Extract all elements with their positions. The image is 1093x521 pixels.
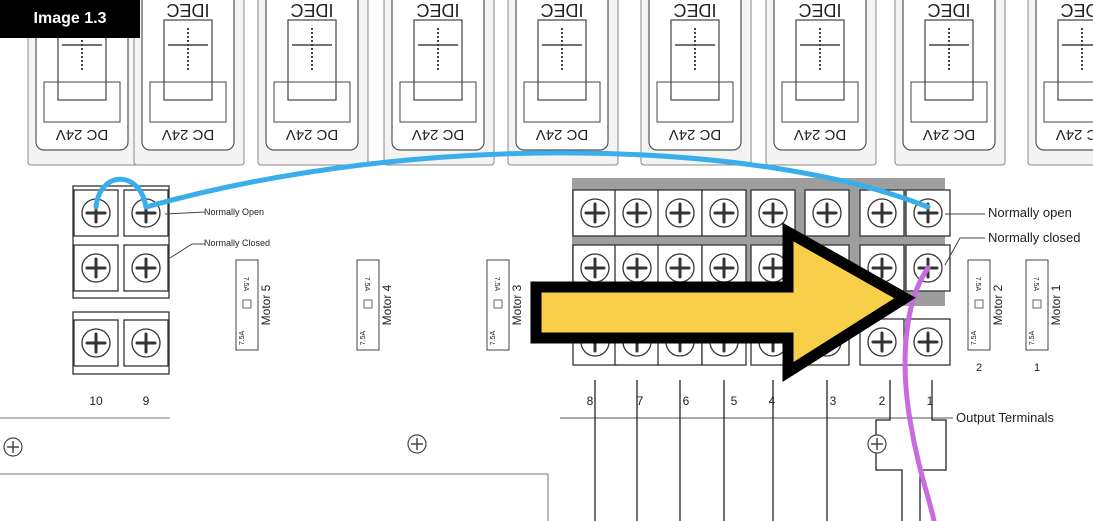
fuse-rating: 7.5A [974,277,981,292]
terminal-screw [73,189,119,237]
fuse-row: 7.5A 7.5A Motor 5 7.5A 7.5A Motor 4 7.5A 7.5A Mo… [235,259,1063,374]
figure-label: Image 1.3 [0,0,140,38]
relay-brand: IDEC [290,0,333,20]
motor-label: Motor 3 [510,284,524,325]
relay-brand: IDEC [166,0,209,20]
terminal-number: 1 [927,394,934,408]
terminal-numbers: 10 9 8 7 6 5 4 3 2 1 [89,394,933,408]
terminal-screw [73,319,119,367]
relay-rating: DC 24V [536,126,589,143]
relay: IDEC DC 24V [765,0,877,166]
fuse: 7.5A 7.5A Motor 5 [235,259,273,351]
terminal-number: 4 [769,394,776,408]
fuse: 7.5A 7.5A Motor 4 [356,259,394,351]
label-normally-open-right: Normally open [988,205,1072,220]
relay-brand: IDEC [798,0,841,20]
label-normally-closed-right: Normally closed [988,230,1080,245]
yellow-arrow [530,222,916,382]
relay: IDEC DC 24V [383,0,495,166]
relay: IDEC DC 24V [640,0,752,166]
terminal-screw [614,189,660,237]
terminal-screw [905,318,951,366]
relay: IDEC DC 24V [133,0,245,166]
relay-brand: IDEC [416,0,459,20]
terminal-screw [123,244,169,292]
label-output-terminals: Output Terminals [956,410,1055,425]
fuse-rating: 7.5A [363,277,370,292]
relay-rating: DC 24V [286,126,339,143]
terminal-screw [804,189,850,237]
blue-jumper-wire [93,176,149,210]
terminal-screw [73,244,119,292]
fuse-rating: 7.5A [239,330,246,345]
fuse-rating: 7.5A [242,277,249,292]
relay-rating: DC 24V [56,126,109,143]
terminal-number: 6 [683,394,690,408]
terminal-number: 5 [731,394,738,408]
terminal-screw [572,189,618,237]
fuse-rating: 7.5A [971,330,978,345]
relay-rating: DC 24V [1056,126,1093,143]
terminal-number: 9 [143,394,150,408]
motor-number: 2 [976,362,982,374]
relay: IDEC DC 24V [894,0,1006,166]
fuse-rating: 7.5A [493,277,500,292]
terminal-number: 10 [89,394,103,408]
relay: IDEC DC 24V [257,0,369,166]
terminal-screw [123,189,169,237]
motor-label: Motor 5 [259,284,273,325]
relay-brand: IDEC [540,0,583,20]
terminal-number: 8 [587,394,594,408]
left-terminal-block [72,185,170,375]
motor-label: Motor 2 [991,284,1005,325]
fuse-rating: 7.5A [1032,277,1039,292]
relay-brand: IDEC [1060,0,1093,20]
blue-wire [143,150,931,210]
relay-rating: DC 24V [412,126,465,143]
purple-wire [902,265,937,521]
fuse-rating: 7.5A [360,330,367,345]
fuse-rating: 7.5A [1029,330,1036,345]
panel-screw [3,437,23,457]
fuse: 7.5A 7.5A Motor 3 [486,259,524,351]
relay: IDEC DC 24V [507,0,619,166]
terminal-screw [701,189,747,237]
relay-rating: DC 24V [162,126,215,143]
motor-number: 1 [1034,362,1040,374]
fuse: 7.5A 7.5A Motor 1 1 [1025,259,1063,374]
panel-screw [407,434,427,454]
terminal-screw [905,189,951,237]
output-wire [919,380,947,521]
terminal-number: 2 [879,394,886,408]
motor-label: Motor 1 [1049,284,1063,325]
terminal-number: 7 [637,394,644,408]
leader-line [164,211,206,215]
fuse-rating: 7.5A [490,330,497,345]
relay-rating: DC 24V [669,126,722,143]
label-normally-closed-left: Normally Closed [204,238,270,248]
panel-screw [867,434,887,454]
relay-rating: DC 24V [794,126,847,143]
relay-brand: IDEC [673,0,716,20]
terminal-screw [657,189,703,237]
motor-label: Motor 4 [380,284,394,325]
relay-row: IDEC DC 24V IDEC DC 24V IDEC DC 24V IDEC DC 24V… [27,0,1093,166]
label-leaders [164,211,985,266]
leader-line [169,243,205,259]
terminal-screw [123,319,169,367]
label-normally-open-left: Normally Open [204,207,264,217]
fuse: 7.5A 7.5A Motor 2 2 [967,259,1005,374]
relay: IDEC DC 24V [1027,0,1093,166]
relay-rating: DC 24V [923,126,976,143]
leader-line [944,237,985,266]
relay-brand: IDEC [927,0,970,20]
terminal-number: 3 [830,394,837,408]
terminal-screw [859,189,905,237]
